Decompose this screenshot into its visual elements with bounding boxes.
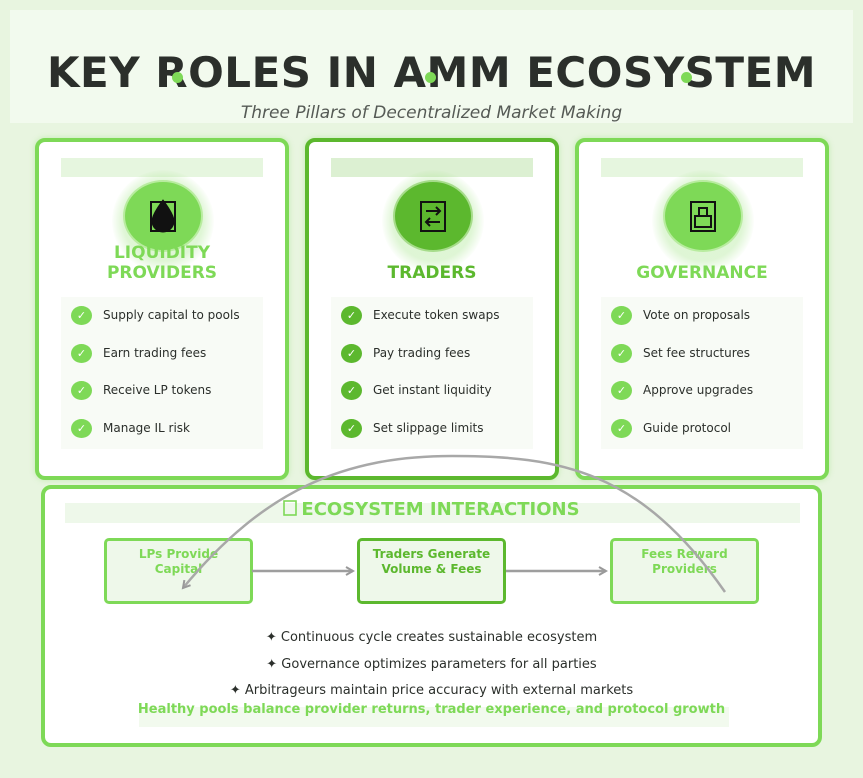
- flow-step-fees: Fees Reward Providers: [610, 538, 759, 604]
- flow-step-line2: Capital: [154, 562, 203, 576]
- feature-text: Pay trading fees: [373, 346, 471, 360]
- feature-list: ✓ Execute token swaps ✓ Pay trading fees ✓…: [331, 297, 533, 449]
- card-governance: GOVERNANCE ✓ Vote on proposals ✓ Set fee s…: [575, 138, 829, 480]
- feature-text: Approve upgrades: [643, 383, 754, 397]
- card-header-band: [61, 158, 263, 177]
- feature-text: Guide protocol: [643, 421, 732, 435]
- list-item: ✓ Vote on proposals: [611, 304, 750, 326]
- check-icon: ✓: [71, 305, 92, 325]
- flow-step-lps: LPs Provide Capital: [104, 538, 253, 604]
- icon-badge: [393, 180, 473, 252]
- check-icon: ✓: [341, 380, 362, 400]
- page-subtitle: Three Pillars of Decentralized Market Ma…: [240, 103, 623, 123]
- list-item: ✓ Get instant liquidity: [341, 379, 492, 401]
- feature-list: ✓ Vote on proposals ✓ Set fee structures ✓…: [601, 297, 803, 449]
- card-title-line2: GOVERNANCE: [636, 263, 768, 283]
- title-accent-dot: [425, 72, 436, 83]
- feature-text: Receive LP tokens: [103, 383, 212, 397]
- feature-text: Set fee structures: [643, 346, 751, 360]
- feature-text: Set slippage limits: [373, 421, 484, 435]
- feature-text: Supply capital to pools: [103, 308, 240, 322]
- card-title-line2: TRADERS: [387, 263, 477, 283]
- list-item: ✓ Pay trading fees: [341, 342, 470, 364]
- title-accent-dot: [172, 72, 183, 83]
- flow-step-line2: Providers: [652, 562, 717, 576]
- list-item: ✓ Set slippage limits: [341, 417, 484, 439]
- check-icon: ✓: [71, 380, 92, 400]
- panel-title-text: ECOSYSTEM INTERACTIONS: [301, 499, 580, 520]
- water-drop-icon: [150, 199, 176, 233]
- check-icon: ✓: [71, 343, 92, 363]
- feature-list: ✓ Supply capital to pools ✓ Earn trading f…: [61, 297, 263, 449]
- card-liquidity-providers: LIQUIDITY PROVIDERS ✓ Supply capital to p…: [35, 138, 289, 480]
- header-band: [10, 10, 853, 123]
- bullet-text: ✦ Arbitrageurs maintain price accuracy w…: [229, 683, 634, 698]
- check-icon: ✓: [611, 380, 632, 400]
- interactions-panel: ECOSYSTEM INTERACTIONS LPs Provide Capit…: [41, 485, 822, 747]
- panel-header-band: [65, 503, 800, 523]
- list-item: ✓ Receive LP tokens: [71, 379, 211, 401]
- flow-step-line1: Fees Reward: [641, 547, 728, 561]
- exchange-arrows-icon: [420, 201, 446, 232]
- feature-text: Vote on proposals: [643, 308, 751, 322]
- bullet-text: ✦ Continuous cycle creates sustainable e…: [265, 630, 598, 645]
- cycle-icon: [283, 500, 298, 516]
- list-item: ✓ Supply capital to pools: [71, 304, 240, 326]
- check-icon: ✓: [611, 418, 632, 438]
- card-traders: TRADERS ✓ Execute token swaps ✓ Pay tradin…: [305, 138, 559, 480]
- feature-text: Execute token swaps: [373, 308, 500, 322]
- list-item: ✓ Manage IL risk: [71, 417, 190, 439]
- list-item: ✓ Execute token swaps: [341, 304, 499, 326]
- card-header-band: [601, 158, 803, 177]
- flow-step-line1: LPs Provide: [138, 547, 219, 561]
- panel-title: ECOSYSTEM INTERACTIONS: [45, 499, 818, 520]
- flow-step-traders: Traders Generate Volume & Fees: [357, 538, 506, 604]
- bullet-text: ✦ Governance optimizes parameters for al…: [266, 657, 597, 672]
- feature-text: Get instant liquidity: [373, 383, 492, 397]
- check-icon: ✓: [611, 305, 632, 325]
- arrow-fees-back-to-lps: [183, 454, 727, 593]
- card-title-line2: PROVIDERS: [106, 263, 218, 283]
- check-icon: ✓: [611, 343, 632, 363]
- card-title-line1: LIQUIDITY: [113, 243, 211, 263]
- list-item: ✓ Guide protocol: [611, 417, 731, 439]
- list-item: ✓ Approve upgrades: [611, 379, 753, 401]
- feature-text: Earn trading fees: [103, 346, 207, 360]
- card-header-band: [331, 158, 533, 177]
- flow-step-line1: Traders Generate: [372, 547, 491, 561]
- check-icon: ✓: [341, 343, 362, 363]
- tagline-band: [139, 707, 729, 727]
- title-accent-dot: [681, 72, 692, 83]
- feature-text: Manage IL risk: [103, 421, 190, 435]
- flow-step-line2: Volume & Fees: [381, 562, 482, 576]
- check-icon: ✓: [341, 418, 362, 438]
- check-icon: ✓: [71, 418, 92, 438]
- ballot-box-icon: [690, 201, 716, 232]
- list-item: ✓ Earn trading fees: [71, 342, 206, 364]
- tagline: Healthy pools balance provider returns, …: [137, 702, 726, 717]
- icon-badge: [663, 180, 743, 252]
- icon-badge: [123, 180, 203, 252]
- check-icon: ✓: [341, 305, 362, 325]
- list-item: ✓ Set fee structures: [611, 342, 750, 364]
